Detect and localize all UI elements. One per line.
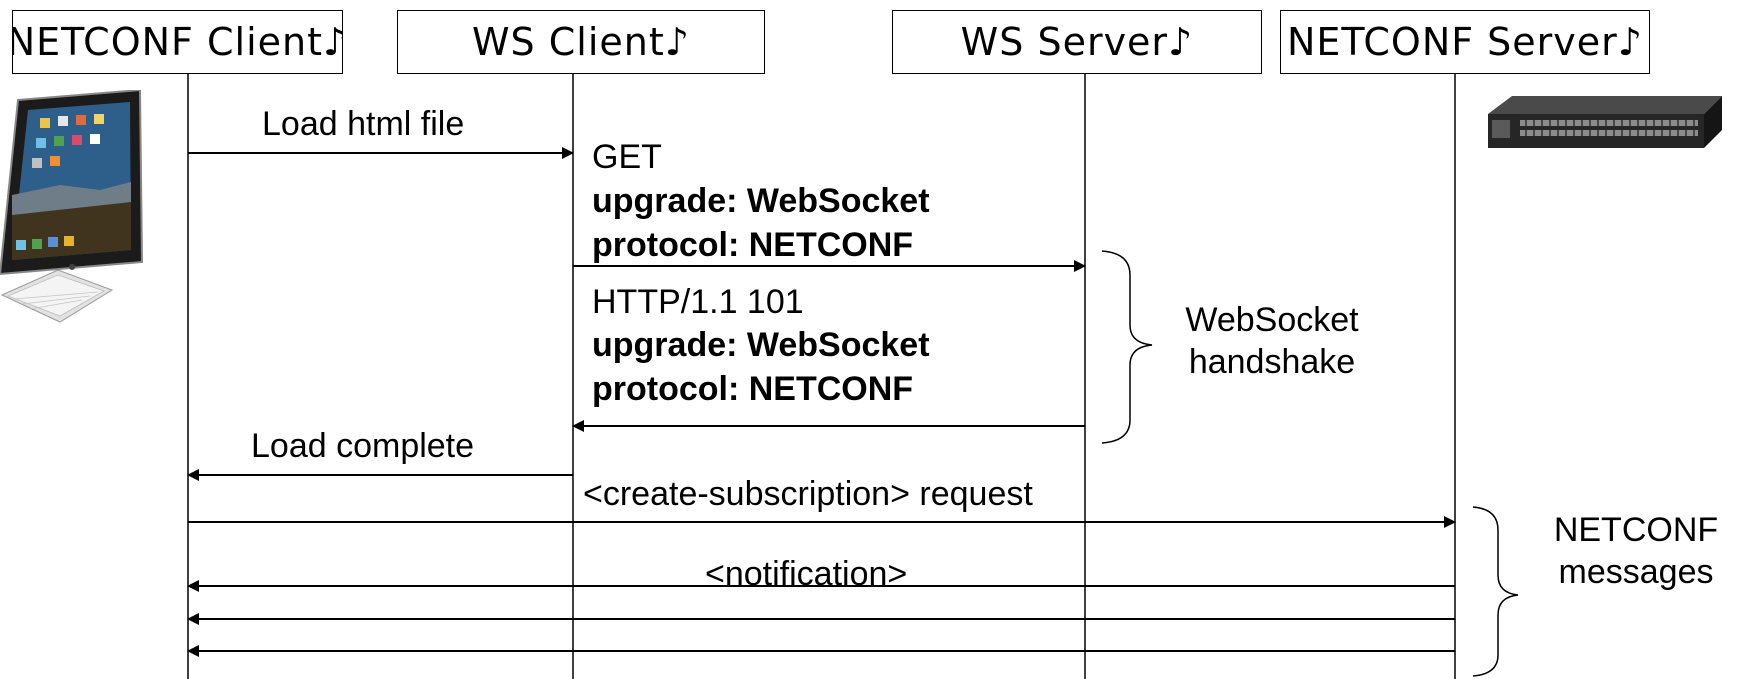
label-create-subscription: <create-subscription> request (583, 475, 1033, 513)
label-notification: <notification> (705, 555, 908, 593)
participant-netconf-client: NETCONF Client♪ (12, 10, 343, 74)
group-label-netconf-line2: messages (1558, 553, 1714, 591)
participant-netconf-server-label: NETCONF Server♪ (1286, 20, 1644, 64)
group-label-netconf: NETCONF messages (1536, 513, 1736, 589)
tablet-with-keyboard-icon (0, 90, 144, 323)
label-upgrade-response: upgrade: WebSocket (592, 326, 930, 364)
label-protocol-response: protocol: NETCONF (592, 370, 914, 408)
group-label-websocket-line1: WebSocket (1185, 301, 1359, 339)
label-load-html: Load html file (262, 105, 465, 143)
brace-netconf-messages (1472, 506, 1519, 677)
participant-ws-server-label: WS Server♪ (960, 20, 1194, 64)
participant-ws-client-label: WS Client♪ (471, 20, 691, 64)
group-label-websocket-line2: handshake (1188, 343, 1356, 381)
network-switch-icon (1488, 96, 1722, 148)
participant-netconf-server: NETCONF Server♪ (1280, 10, 1650, 74)
label-load-complete: Load complete (251, 427, 475, 465)
label-http-101: HTTP/1.1 101 (592, 283, 804, 321)
label-upgrade-request: upgrade: WebSocket (592, 182, 930, 220)
group-label-netconf-line1: NETCONF (1553, 511, 1719, 549)
label-protocol-request: protocol: NETCONF (592, 226, 914, 264)
label-get: GET (592, 138, 662, 176)
participant-netconf-client-label: NETCONF Client♪ (12, 20, 343, 64)
participant-ws-client: WS Client♪ (397, 10, 765, 74)
group-label-websocket: WebSocket handshake (1172, 303, 1372, 379)
brace-websocket-handshake (1101, 250, 1153, 444)
participant-ws-server: WS Server♪ (892, 10, 1262, 74)
